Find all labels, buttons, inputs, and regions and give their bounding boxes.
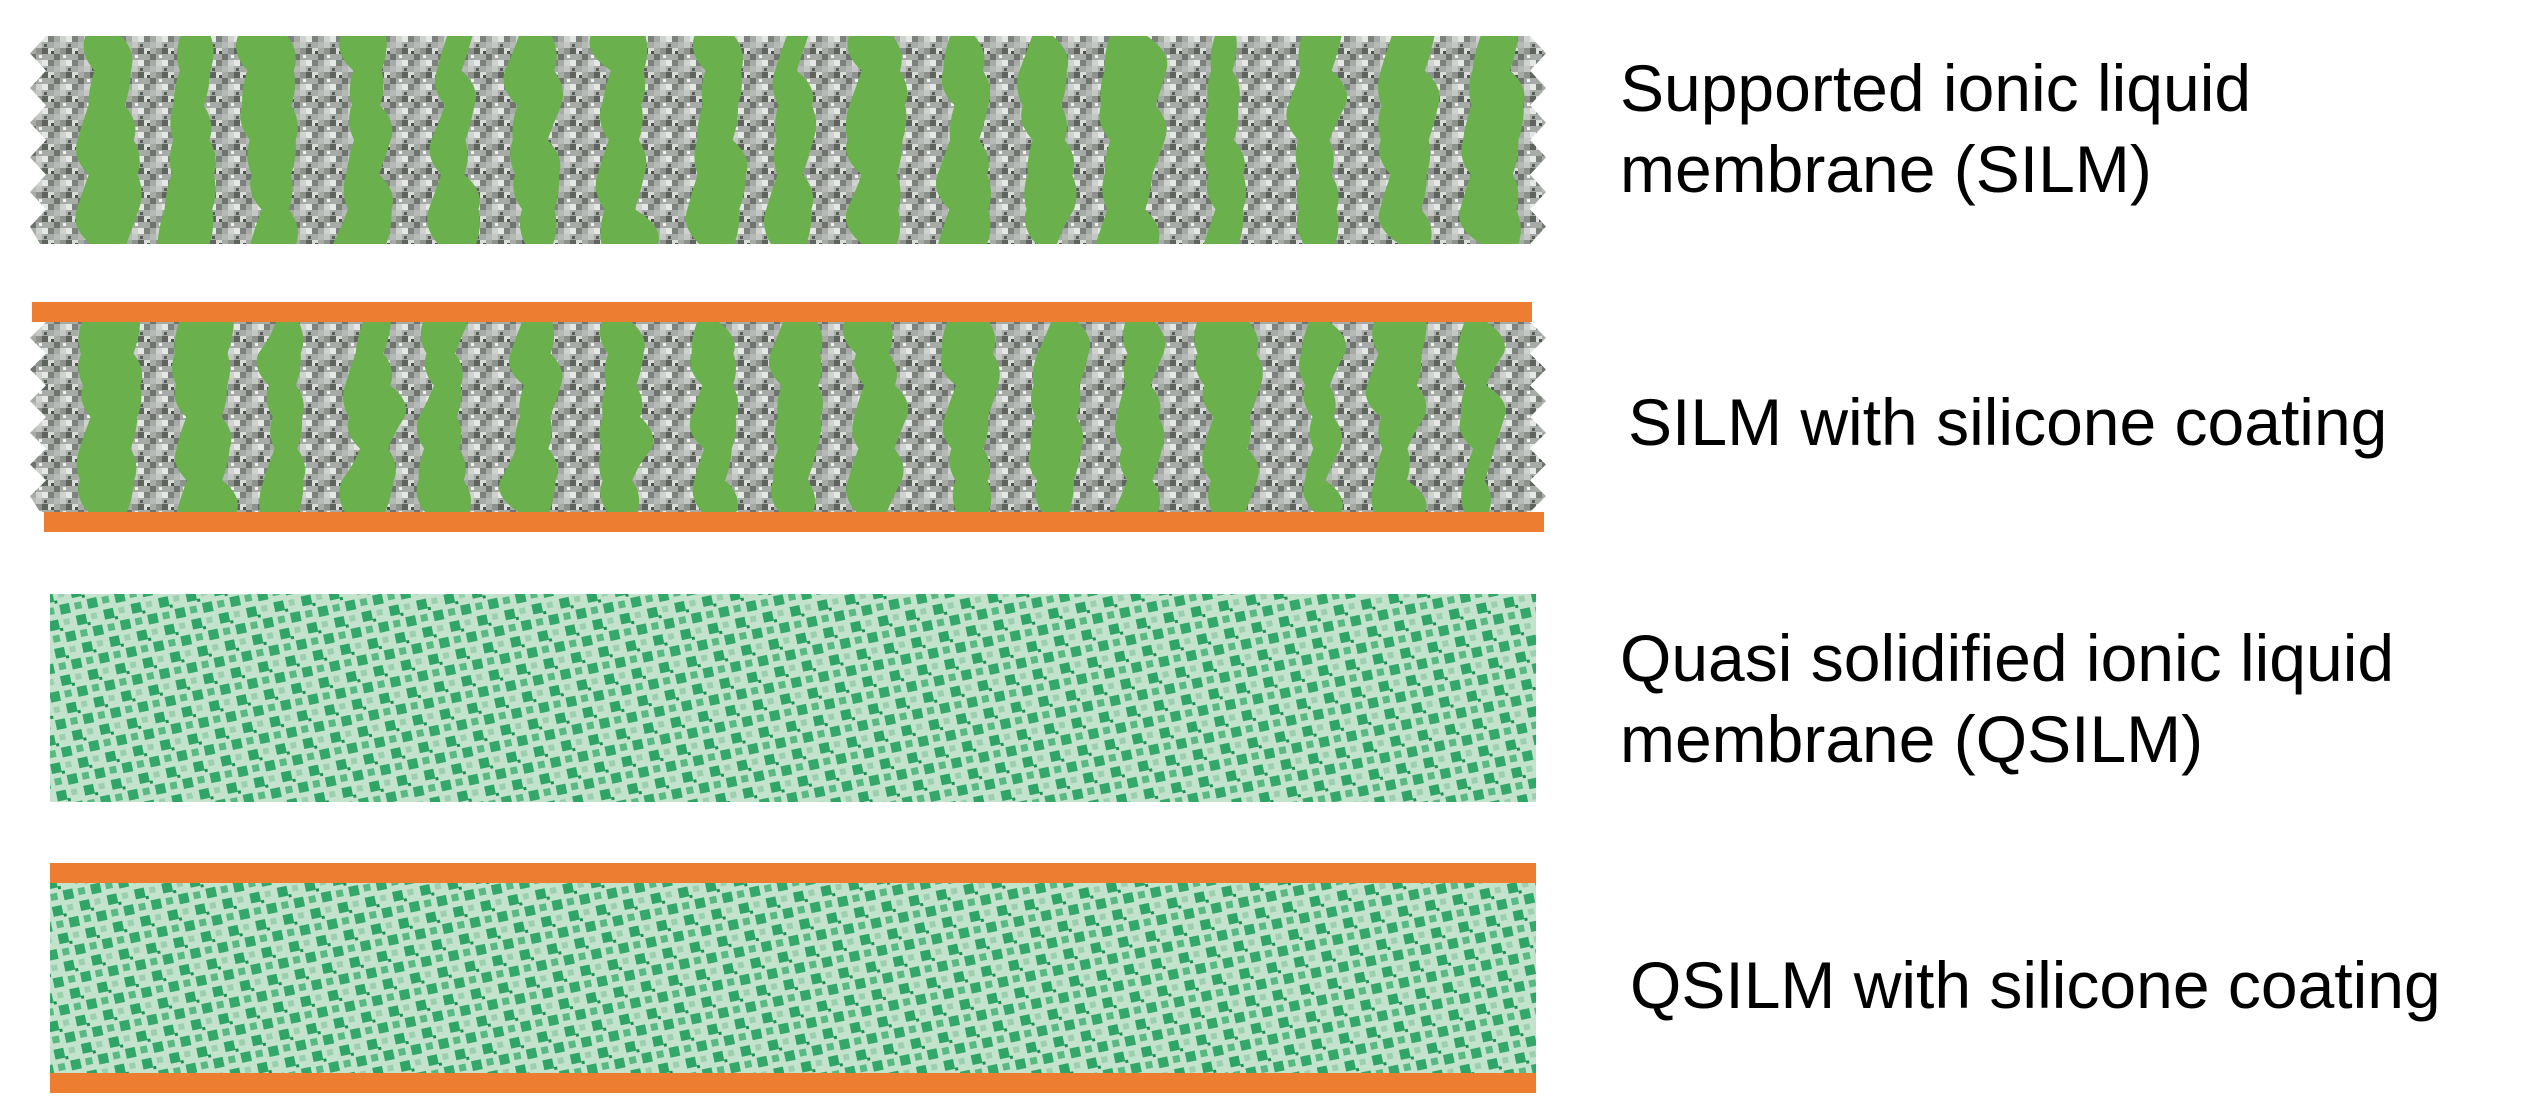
silm-coated-label: SILM with silicone coating bbox=[1628, 382, 2387, 463]
ionic-liquid-channel bbox=[1113, 322, 1166, 512]
silicone-coating-bottom bbox=[50, 1073, 1536, 1093]
ionic-liquid-channels bbox=[75, 36, 1525, 244]
qsilm-coated-label: QSILM with silicone coating bbox=[1630, 945, 2441, 1026]
ionic-liquid-channel bbox=[1365, 322, 1427, 512]
ionic-liquid-channel bbox=[763, 36, 817, 244]
silm-label-line-1: Supported ionic liquid bbox=[1620, 51, 2252, 125]
ionic-liquid-channel bbox=[75, 36, 142, 244]
ionic-liquid-channels bbox=[76, 322, 1506, 512]
silicone-coating-top bbox=[50, 863, 1536, 883]
ionic-liquid-channel bbox=[689, 322, 739, 512]
ionic-liquid-channel bbox=[1455, 322, 1506, 512]
silm-label: Supported ionic liquid membrane (SILM) bbox=[1620, 48, 2251, 209]
ionic-liquid-channel bbox=[1194, 322, 1263, 512]
ionic-liquid-channel bbox=[332, 36, 394, 244]
ionic-liquid-channel bbox=[427, 36, 480, 244]
ionic-liquid-channel bbox=[1203, 36, 1247, 244]
ionic-liquid-channel bbox=[589, 36, 659, 244]
ionic-liquid-channel bbox=[935, 36, 992, 244]
ionic-liquid-channel bbox=[1458, 36, 1525, 244]
ionic-liquid-channel bbox=[76, 322, 143, 512]
ionic-liquid-channel bbox=[416, 322, 472, 512]
ionic-liquid-channel bbox=[599, 322, 654, 512]
ionic-liquid-channel bbox=[499, 322, 563, 512]
ionic-liquid-channel bbox=[842, 322, 909, 512]
ionic-liquid-channel bbox=[940, 322, 1000, 512]
ionic-liquid-channel bbox=[1286, 36, 1348, 244]
silm-coated-label-line-1: SILM with silicone coating bbox=[1628, 385, 2388, 459]
silicone-coating-bottom bbox=[44, 512, 1544, 532]
ionic-liquid-channel bbox=[1377, 36, 1440, 244]
silicone-coating-top bbox=[32, 302, 1532, 322]
ionic-liquid-channel bbox=[157, 36, 216, 244]
ionic-liquid-channel bbox=[339, 322, 407, 512]
ionic-liquid-channel bbox=[685, 36, 748, 244]
qsilm-label-line-1: Quasi solidified ionic liquid bbox=[1620, 621, 2395, 695]
ionic-liquid-channel bbox=[1028, 322, 1091, 512]
qsilm-label-line-2: membrane (QSILM) bbox=[1620, 701, 2204, 776]
ionic-liquid-channel bbox=[845, 36, 908, 244]
qsilm-coated-membrane bbox=[50, 863, 1536, 1093]
qsilm-membrane bbox=[50, 594, 1536, 802]
qsilm-coated-label-line-1: QSILM with silicone coating bbox=[1630, 948, 2441, 1022]
ionic-liquid-channel bbox=[1095, 36, 1168, 244]
qsilm-label: Quasi solidified ionic liquid membrane (… bbox=[1620, 618, 2394, 779]
ionic-liquid-channel bbox=[768, 322, 824, 512]
silm-label-line-2: membrane (SILM) bbox=[1620, 131, 2152, 206]
ionic-liquid-channel bbox=[503, 36, 564, 244]
ionic-liquid-channel bbox=[256, 322, 306, 512]
ionic-liquid-channel bbox=[172, 322, 238, 512]
quasi-solid-layer bbox=[50, 594, 1536, 802]
silm-coated-membrane bbox=[30, 302, 1546, 532]
ionic-liquid-channel bbox=[1298, 322, 1347, 512]
ionic-liquid-channel bbox=[1017, 36, 1077, 244]
quasi-solid-layer bbox=[50, 883, 1536, 1073]
silm-membrane bbox=[30, 36, 1546, 244]
ionic-liquid-channel bbox=[236, 36, 298, 244]
